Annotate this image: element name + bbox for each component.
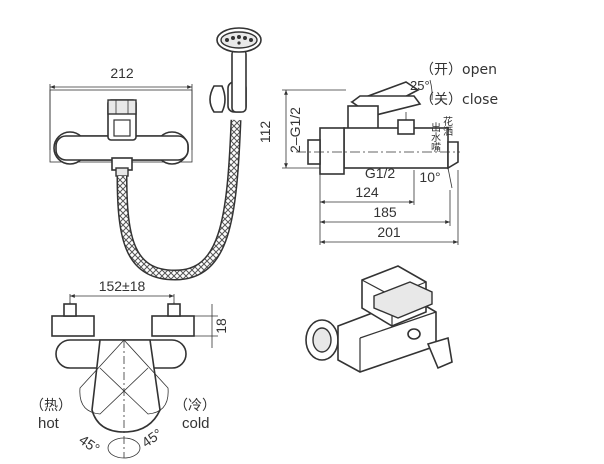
hot-label-cn: （热） — [30, 398, 72, 414]
angle-10-label: 10° — [419, 169, 440, 185]
left-nut — [51, 315, 95, 337]
perspective-view — [305, 265, 453, 373]
thread-left-label: 2–G1/2 — [287, 107, 303, 153]
shower-holder-bracket — [209, 85, 226, 113]
height-dimension-label: 112 — [257, 121, 273, 144]
width-dimension-label: 212 — [110, 65, 134, 81]
front-view: 212 — [49, 65, 193, 177]
diverter-knob — [397, 119, 415, 135]
shower-label: 花洒 — [441, 115, 453, 136]
dim-124-label: 124 — [355, 184, 379, 200]
perspective-lever — [373, 281, 433, 319]
angle-arc-25 — [429, 79, 433, 101]
shower-nozzles — [225, 35, 253, 45]
depth-dimension-label: 18 — [213, 318, 229, 334]
perspective-diverter — [407, 328, 421, 340]
cold-label-cn: （冷） — [174, 398, 216, 414]
side-body — [343, 127, 449, 169]
spout-label: 出水嘴 — [429, 121, 441, 153]
cold-label: cold — [182, 415, 210, 432]
centers-dimension-label: 152±18 — [99, 278, 146, 294]
lever-top-view — [91, 339, 161, 433]
side-view: 25° （开）open （关）close 出水嘴 花洒 112 2–G1/2 G… — [257, 62, 498, 245]
right-nut — [151, 315, 195, 337]
perspective-spout — [426, 336, 453, 370]
connector-nut — [319, 127, 345, 175]
hot-label: hot — [38, 415, 60, 432]
dim-185-label: 185 — [373, 204, 397, 220]
thread-bottom-label: G1/2 — [365, 165, 396, 181]
shower-handle — [231, 49, 247, 113]
spout — [447, 141, 459, 170]
shower-hose-assembly — [116, 27, 262, 281]
hot-angle-label: 45° — [76, 431, 103, 456]
handle-cap — [107, 99, 137, 115]
open-label: （开）open — [420, 62, 497, 78]
dim-201-label: 201 — [377, 224, 401, 240]
angle-25-label: 25° — [410, 78, 430, 93]
top-view: 152±18 18 （热） hot 45° （冷） cold 45° — [30, 278, 229, 459]
close-label: （关）close — [420, 92, 498, 108]
braided-hose — [118, 119, 240, 280]
